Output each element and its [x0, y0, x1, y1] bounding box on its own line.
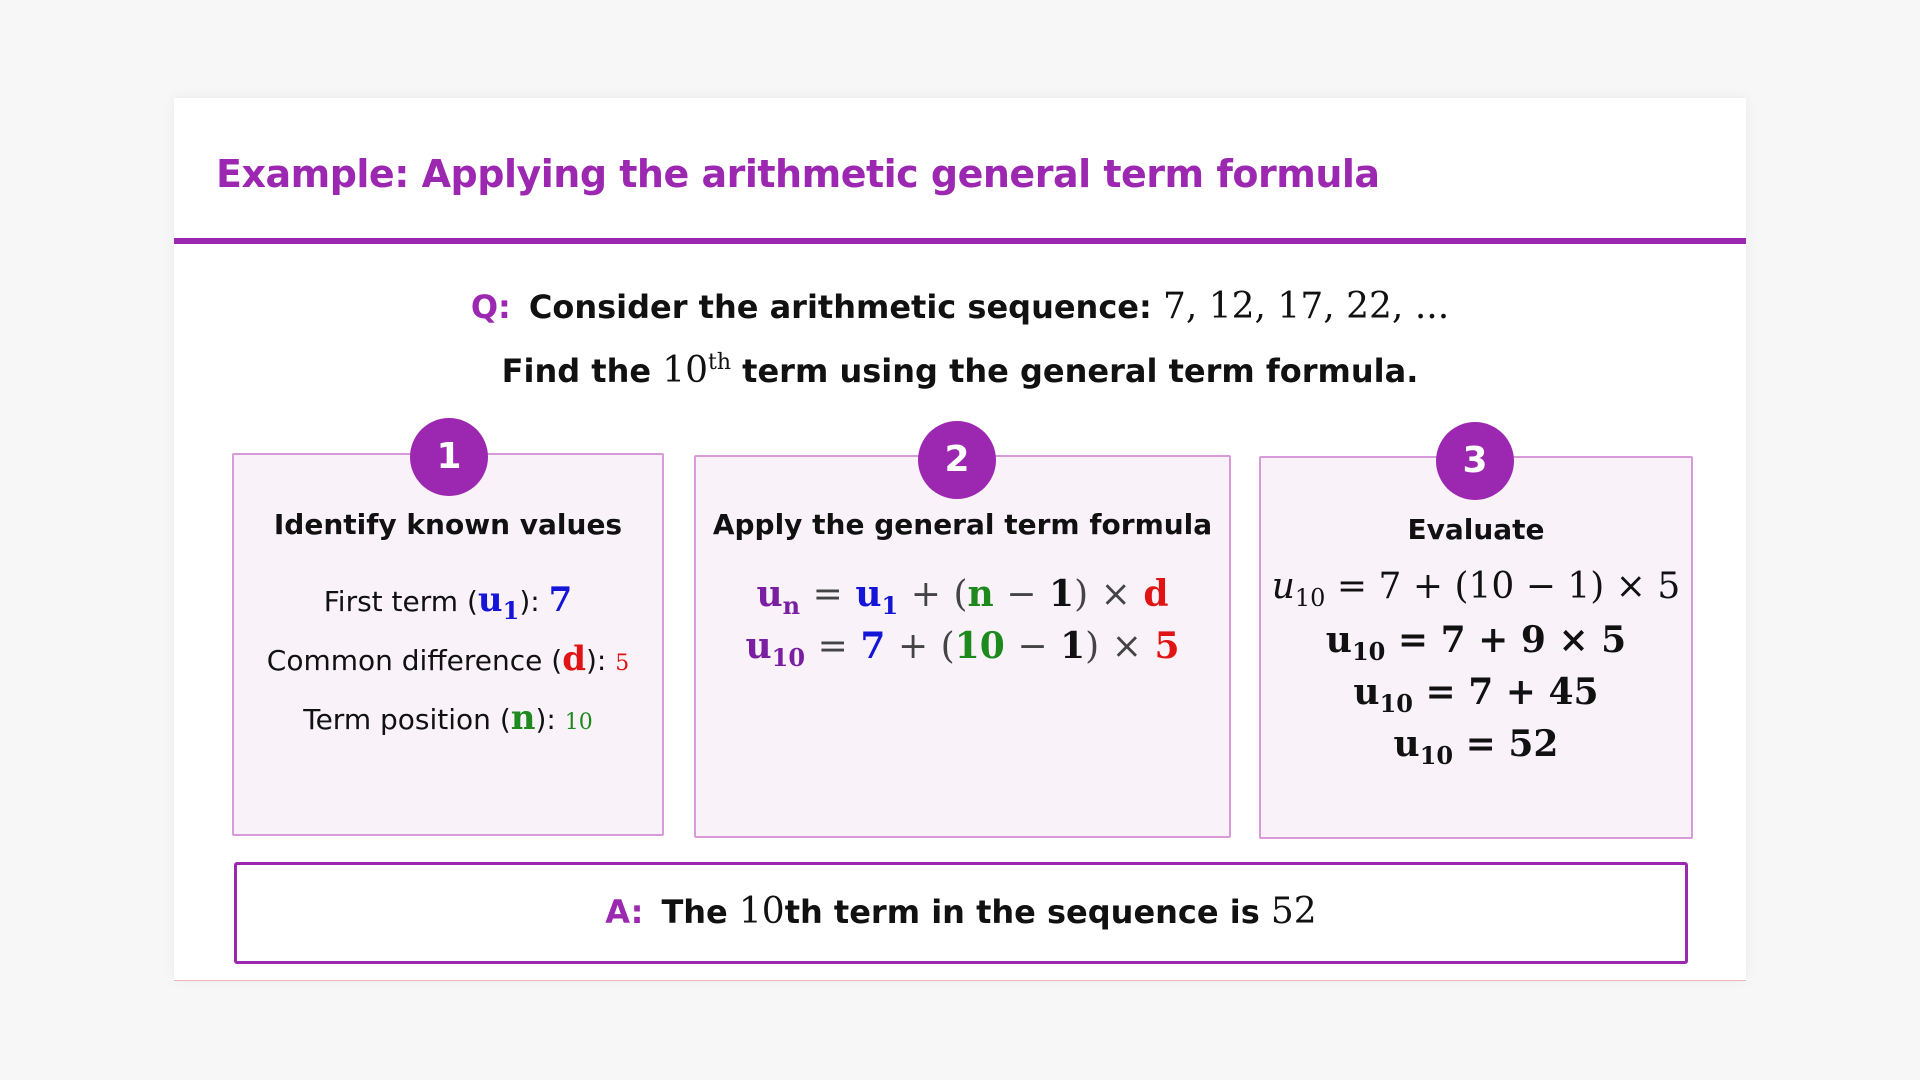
one-value: 1 [1060, 625, 1086, 667]
evaluate-line-1: u10 = 7 + (10 − 1) × 5 [1261, 566, 1691, 612]
step-2-title: Apply the general term formula [712, 508, 1213, 541]
u1-symbol: u1 [855, 573, 898, 620]
u10-letter: u [1353, 671, 1380, 713]
step-2-panel: Apply the general term formula un = u1 +… [694, 455, 1231, 838]
u10-letter: u [1325, 619, 1352, 661]
u1-symbol: u1 [477, 580, 519, 625]
evaluate-line-3: u10 = 7 + 45 [1261, 671, 1691, 718]
u10-subscript: 10 [1379, 689, 1413, 719]
substituted-formula: u10 = 7 + (10 − 1) × 5 [696, 625, 1229, 672]
u1-letter: u [855, 573, 882, 615]
evaluate-line-1-rhs: = 7 + (10 − 1) × 5 [1336, 566, 1681, 607]
plus-sign: + [897, 626, 929, 667]
question-line-1: Q: Consider the arithmetic sequence: 7, 1… [174, 286, 1746, 327]
u10-subscript: 10 [1294, 584, 1326, 613]
right-paren: ) [1074, 574, 1089, 615]
common-difference-label: Common difference [266, 644, 543, 677]
term-position-row: Term position (n): 10 [234, 698, 662, 738]
open-paren: ( [551, 644, 563, 677]
evaluate-line-4-rhs: = 52 [1465, 723, 1559, 765]
example-card: Example: Applying the arithmetic general… [174, 98, 1746, 981]
d-symbol: d [1143, 573, 1169, 615]
general-formula: un = u1 + (n − 1) × d [696, 573, 1229, 620]
evaluate-line-2-rhs: = 7 + 9 × 5 [1397, 619, 1627, 661]
step-1-panel: Identify known values First term (u1): 7… [232, 453, 664, 836]
step-1-title: Identify known values [273, 508, 623, 541]
left-paren: ( [940, 626, 955, 667]
un-subscript: n [782, 591, 801, 621]
answer-value: 52 [1270, 891, 1317, 932]
step-3-title: Evaluate [1407, 513, 1545, 546]
question-prefix: Find the [501, 352, 652, 390]
answer-label: A: [605, 893, 644, 931]
close-paren: ): [519, 585, 540, 618]
open-paren: ( [499, 703, 511, 736]
first-term-row: First term (u1): 7 [234, 580, 662, 625]
step-1-badge: 1 [410, 418, 488, 496]
evaluate-line-4: u10 = 52 [1261, 723, 1691, 770]
common-difference-value: 5 [615, 651, 630, 676]
u1-subscript: 1 [502, 595, 520, 625]
first-term-value: 7 [548, 580, 573, 620]
answer-prefix: The [661, 893, 728, 931]
close-paren: ): [535, 703, 556, 736]
close-paren: ): [585, 644, 607, 677]
question-label: Q: [470, 288, 511, 326]
evaluate-line-2: u10 = 7 + 9 × 5 [1261, 619, 1691, 666]
u1-value: 7 [860, 625, 886, 667]
term-position-label: Term position [303, 703, 491, 736]
step-2-badge: 2 [918, 421, 996, 499]
u10-subscript: 10 [771, 643, 806, 673]
term-number-suffix: th [708, 350, 732, 375]
page-title: Example: Applying the arithmetic general… [216, 152, 1380, 196]
u10-subscript: 10 [1351, 637, 1386, 667]
n-symbol: n [967, 573, 994, 615]
n-value: 10 [954, 625, 1005, 667]
equals-sign: = [817, 626, 848, 667]
term-number-value: 10 [662, 350, 709, 391]
term-number: 10th [662, 350, 731, 391]
answer-term-number: 10 [738, 891, 785, 932]
answer-middle: th term in the sequence is [784, 893, 1260, 931]
un-letter: u [756, 573, 783, 615]
term-position-value: 10 [564, 710, 593, 735]
minus-sign: − [1006, 574, 1037, 615]
open-paren: ( [466, 585, 478, 618]
u1-letter: u [477, 580, 503, 620]
u10-symbol: u10 [745, 625, 805, 672]
u10-letter: u [1271, 566, 1295, 607]
question-line-2: Find the 10th term using the general ter… [174, 350, 1746, 391]
times-sign: × [1111, 626, 1142, 667]
question-text: Consider the arithmetic sequence: [528, 288, 1152, 326]
times-sign: × [1100, 574, 1131, 615]
n-symbol: n [510, 698, 536, 738]
answer-box: A: The 10th term in the sequence is 52 [234, 862, 1688, 964]
u10-letter: u [1393, 723, 1420, 765]
minus-sign: − [1017, 626, 1048, 667]
first-term-label: First term [323, 585, 459, 618]
d-value: 5 [1154, 625, 1180, 667]
d-symbol: d [562, 639, 586, 679]
u1-subscript: 1 [881, 591, 899, 621]
plus-sign: + [910, 574, 941, 615]
answer-text: A: The 10th term in the sequence is 52 [237, 891, 1685, 932]
step-3-panel: Evaluate u10 = 7 + (10 − 1) × 5 u10 = 7 … [1259, 456, 1693, 839]
u10-subscript: 10 [1419, 741, 1454, 771]
sequence-values: 7, 12, 17, 22, ... [1162, 286, 1450, 327]
un-symbol: un [756, 573, 800, 620]
step-3-badge: 3 [1436, 422, 1514, 500]
equals-sign: = [812, 574, 843, 615]
title-divider [174, 238, 1746, 244]
right-paren: ) [1085, 626, 1100, 667]
evaluate-line-3-rhs: = 7 + 45 [1425, 671, 1599, 713]
u10-letter: u [745, 625, 772, 667]
one-value: 1 [1049, 573, 1075, 615]
left-paren: ( [953, 574, 968, 615]
question-suffix: term using the general term formula. [742, 352, 1419, 390]
common-difference-row: Common difference (d): 5 [234, 639, 662, 679]
